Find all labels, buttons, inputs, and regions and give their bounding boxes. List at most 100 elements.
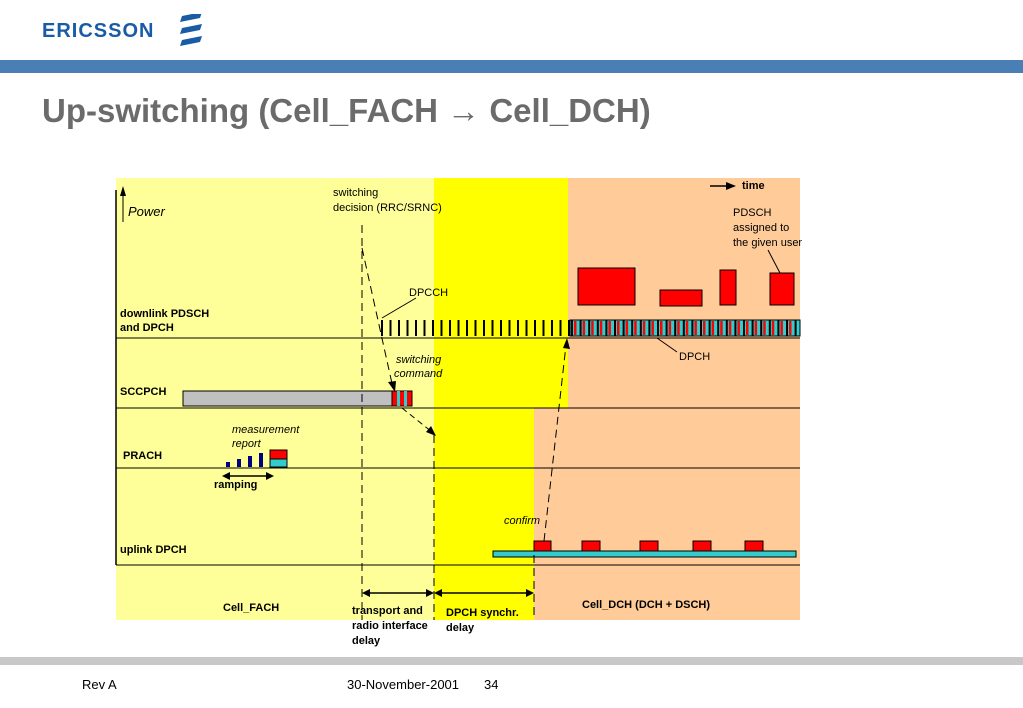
ramping-arrow-right <box>266 472 274 480</box>
dpch-red-segment <box>720 321 723 335</box>
footer-date: 30-November-2001 <box>347 677 460 692</box>
dpch-red-segment <box>574 321 577 335</box>
ericsson-logo-icon <box>180 14 202 46</box>
switching-decision-text-2: decision (RRC/SRNC) <box>333 202 442 214</box>
ramp-bar-3 <box>248 456 252 467</box>
dpch-text: DPCH <box>679 351 710 363</box>
dpch-red-segment <box>694 321 697 335</box>
dpch-red-segment <box>591 321 594 335</box>
time-arrow-head <box>726 182 736 190</box>
dpch-red-segment <box>746 321 749 335</box>
ramping-label: ramping <box>214 479 257 491</box>
dpch-red-segment <box>617 321 620 335</box>
sync-delay-right <box>526 589 534 597</box>
transport-delay-left <box>362 589 370 597</box>
cell-fach-label: Cell_FACH <box>223 602 279 614</box>
dpch-leader <box>656 337 678 353</box>
downlink-label-1: downlink PDSCH <box>120 308 209 320</box>
confirm-to-dpch-head <box>563 338 570 349</box>
cell-dch-label: Cell_DCH (DCH + DSCH) <box>582 599 710 611</box>
measurement-text-1: measurement <box>232 424 300 436</box>
uplink-block-2 <box>581 540 601 552</box>
footer-rev: Rev A <box>82 677 117 692</box>
pdsch-text-3: the given user <box>733 237 802 249</box>
measurement-report-cyan <box>269 458 288 468</box>
dpch-red-segment <box>703 321 706 335</box>
uplink-dpch-bar <box>492 550 797 558</box>
dpch-red-segment <box>634 321 637 335</box>
dpch-red-segment <box>660 321 663 335</box>
dpch-red-segment <box>668 321 672 335</box>
dpch-red-segment <box>599 321 603 335</box>
sccpch-bar <box>182 390 396 407</box>
ramp-bar-2 <box>237 459 241 467</box>
transport-delay-text-1: transport and <box>352 605 423 617</box>
pdsch-block-4 <box>769 272 795 306</box>
dpch-red-segment <box>780 321 783 335</box>
pdsch-text-1: PDSCH <box>733 207 772 219</box>
sccpch-label: SCCPCH <box>120 386 167 398</box>
confirm-to-dpch-arrow <box>543 344 567 542</box>
ramp-bar-4 <box>259 453 263 467</box>
uplink-label: uplink DPCH <box>120 544 187 556</box>
header-band <box>0 60 1023 73</box>
switching-command-stripe-1 <box>397 391 400 406</box>
dpch-red-segment <box>763 321 766 335</box>
pdsch-leader <box>767 249 781 274</box>
ericsson-logo-text: ERICSSON <box>42 20 155 42</box>
dpch-red-segment <box>711 321 715 335</box>
decision-to-command-arrow <box>361 247 394 389</box>
dpcch-ticks <box>381 320 570 336</box>
power-label: Power <box>128 204 166 219</box>
pdsch-block-3 <box>719 269 737 306</box>
transition-region-upper <box>434 178 568 408</box>
power-arrow-head <box>120 186 126 196</box>
prach-label: PRACH <box>123 450 162 462</box>
ramp-bar-1 <box>226 462 230 467</box>
uplink-block-3 <box>639 540 659 552</box>
cell-dch-region-lower <box>534 408 800 620</box>
sync-delay-text-1: DPCH synchr. <box>446 607 519 619</box>
dpch-red-segment <box>677 321 680 335</box>
measurement-report-block <box>269 449 288 460</box>
dpch-red-segment <box>789 321 792 335</box>
confirm-block <box>533 540 552 552</box>
dpcch-leader <box>381 297 417 319</box>
dpch-red-segment <box>608 321 611 335</box>
footer-band <box>0 657 1023 665</box>
measurement-text-2: report <box>232 438 262 450</box>
transport-delay-text-2: radio interface <box>352 620 428 632</box>
switching-command-text-2: command <box>394 368 443 380</box>
transition-region-lower <box>434 408 534 620</box>
dpch-red-segment <box>728 321 732 335</box>
uplink-block-5 <box>744 540 764 552</box>
dpch-bar <box>569 319 801 337</box>
page-title: Up-switching (Cell_FACH → Cell_DCH) <box>42 92 651 129</box>
sync-delay-left <box>434 589 442 597</box>
switching-command-block <box>391 390 413 407</box>
dpch-red-segment <box>771 321 775 335</box>
confirm-text: confirm <box>504 515 540 527</box>
pdsch-block-2 <box>659 289 703 307</box>
dpch-red-segment <box>625 321 629 335</box>
dpch-red-segment <box>737 321 740 335</box>
footer-page-number: 34 <box>484 677 499 692</box>
decision-to-command-head <box>388 381 396 392</box>
command-to-ue-arrow <box>401 407 433 433</box>
time-label: time <box>742 180 765 192</box>
dpch-red-segment <box>582 321 586 335</box>
dpch-red-segment <box>685 321 689 335</box>
dpch-red-segment <box>651 321 654 335</box>
sync-delay-text-2: delay <box>446 622 475 634</box>
dpcch-text: DPCCH <box>409 287 448 299</box>
command-to-ue-head <box>426 426 436 436</box>
pdsch-text-2: assigned to <box>733 222 789 234</box>
uplink-block-4 <box>692 540 712 552</box>
dpch-red-segment <box>754 321 758 335</box>
switching-decision-text-1: switching <box>333 187 378 199</box>
downlink-label-2: and DPCH <box>120 322 174 334</box>
pdsch-block-1 <box>577 267 636 306</box>
transport-delay-text-3: delay <box>352 635 381 647</box>
dpch-red-segment <box>642 321 646 335</box>
